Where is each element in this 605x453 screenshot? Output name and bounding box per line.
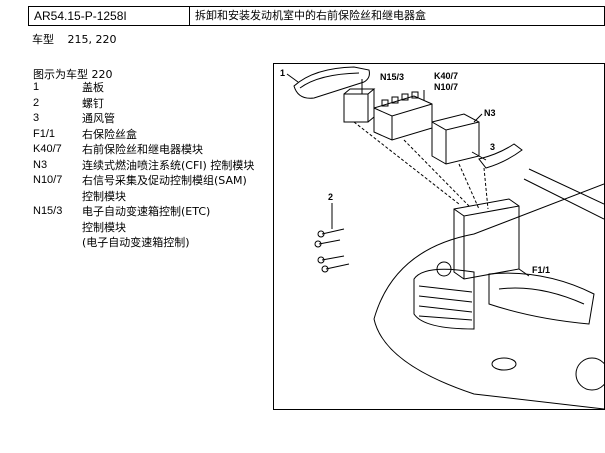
legend-description: 电子自动变速箱控制(ETC) 控制模块 (电子自动变速箱控制) bbox=[82, 204, 273, 251]
legend-row: N3 连续式燃油喷注系统(CFI) 控制模块 bbox=[33, 158, 273, 174]
cover-part bbox=[293, 66, 370, 99]
screw-4 bbox=[321, 265, 329, 273]
fog-lamp bbox=[491, 357, 517, 371]
diagram-svg: 1 N15/3 K40/7 N10/7 N3 3 2 F1/1 bbox=[280, 66, 604, 409]
guide-lines bbox=[353, 121, 489, 210]
legend-description-line: 控制模块 bbox=[82, 189, 126, 203]
headlight bbox=[488, 272, 595, 325]
legend-row: F1/1 右保险丝盒 bbox=[33, 127, 273, 143]
screw-shafts bbox=[318, 228, 350, 270]
legend-key: N10/7 bbox=[33, 174, 63, 186]
grille bbox=[413, 268, 475, 330]
legend-key: 3 bbox=[33, 112, 40, 124]
grille-slats bbox=[418, 285, 473, 321]
screw-1 bbox=[317, 230, 325, 238]
document-header: AR54.15-P-1258I 拆卸和安装发动机室中的右前保险丝和继电器盒 bbox=[28, 6, 605, 26]
relay-2 bbox=[391, 96, 399, 104]
n15-3-module bbox=[343, 93, 369, 123]
screw-2 bbox=[314, 240, 322, 248]
screw-3 bbox=[317, 256, 325, 264]
legend-row: 1 盖板 bbox=[33, 80, 273, 96]
label-1: 1 bbox=[280, 68, 285, 78]
label-n10-7: N10/7 bbox=[434, 82, 458, 92]
n15-3-side bbox=[367, 89, 375, 123]
label-f1-1: F1/1 bbox=[532, 265, 550, 275]
legend-key: 2 bbox=[33, 96, 40, 109]
star-emblem bbox=[436, 261, 452, 277]
legend-row: N15/3 电子自动变速箱控制(ETC) 控制模块 (电子自动变速箱控制) bbox=[33, 204, 273, 251]
legend-description-line: 螺钉 bbox=[82, 96, 104, 110]
legend-description-line: 右信号采集及促动控制模组(SAM) bbox=[82, 174, 247, 187]
n3-module bbox=[431, 113, 480, 165]
windshield-lines bbox=[523, 168, 604, 220]
legend-key: F1/1 bbox=[33, 127, 56, 140]
legend-key: N15/3 bbox=[33, 205, 63, 217]
legend-description-line: 电子自动变速箱控制(ETC) bbox=[82, 205, 211, 218]
label-2: 2 bbox=[328, 192, 333, 202]
legend-description-line: 控制模块 bbox=[82, 220, 126, 234]
figure-caption: 图示为车型 220 bbox=[33, 68, 113, 81]
label-n3: N3 bbox=[484, 108, 496, 118]
legend-row: K40/7 右前保险丝和继电器模块 bbox=[33, 142, 273, 158]
legend-description: 连续式燃油喷注系统(CFI) 控制模块 bbox=[82, 158, 273, 174]
relay-3 bbox=[401, 93, 409, 101]
legend-description: 右前保险丝和继电器模块 bbox=[82, 142, 273, 158]
legend-description: 通风管 bbox=[82, 111, 273, 127]
exploded-diagram: 1 N15/3 K40/7 N10/7 N3 3 2 F1/1 bbox=[273, 63, 605, 410]
legend-description: 盖板 bbox=[82, 80, 273, 96]
vent-pipe bbox=[478, 143, 523, 169]
legend-description-line: 通风管 bbox=[82, 112, 115, 125]
vehicle-models: 车型 215, 220 bbox=[32, 31, 116, 47]
legend-key: 1 bbox=[33, 81, 40, 93]
hood-line bbox=[373, 183, 604, 320]
label-3: 3 bbox=[490, 142, 495, 152]
bumper-line bbox=[373, 318, 604, 409]
legend-key: K40/7 bbox=[33, 143, 62, 155]
legend-description: 螺钉 bbox=[82, 96, 273, 112]
n3-edges bbox=[431, 121, 480, 164]
legend-key: N3 bbox=[33, 158, 48, 171]
fuse-box-edges bbox=[453, 205, 520, 279]
k40-7-module bbox=[373, 95, 433, 141]
leader-lines bbox=[286, 73, 530, 277]
parts-legend: 1 盖板 2 螺钉 3 通风管 F1/1 右保险丝盒 K40/7 右前保险丝和继电器模块 N3 连续式… bbox=[33, 80, 273, 251]
label-k40-7: K40/7 bbox=[434, 71, 458, 81]
legend-description-line: 右保险丝盒 bbox=[82, 127, 137, 141]
legend-description-line: 盖板 bbox=[82, 81, 104, 94]
legend-description-line: 连续式燃油喷注系统(CFI) 控制模块 bbox=[82, 158, 255, 172]
n15-3-top bbox=[343, 88, 376, 95]
legend-row: N10/7 右信号采集及促动控制模组(SAM) 控制模块 bbox=[33, 173, 273, 204]
legend-description: 右保险丝盒 bbox=[82, 127, 273, 143]
label-n15-3: N15/3 bbox=[380, 72, 404, 82]
document-id: AR54.15-P-1258I bbox=[29, 7, 190, 25]
models-label: 车型 bbox=[32, 33, 54, 46]
legend-description-line: 右前保险丝和继电器模块 bbox=[82, 143, 203, 156]
legend-row: 2 螺钉 bbox=[33, 96, 273, 112]
wheel bbox=[575, 357, 604, 391]
legend-row: 3 通风管 bbox=[33, 111, 273, 127]
legend-description: 右信号采集及促动控制模组(SAM) 控制模块 bbox=[82, 173, 273, 204]
legend-description-line: (电子自动变速箱控制) bbox=[82, 236, 190, 249]
relay-1 bbox=[381, 99, 389, 107]
document-title: 拆卸和安装发动机室中的右前保险丝和继电器盒 bbox=[195, 9, 426, 22]
relay-4 bbox=[411, 91, 419, 99]
headlight-inner bbox=[498, 287, 585, 305]
cover-edge bbox=[299, 72, 360, 89]
k40-7-edges bbox=[373, 103, 433, 140]
models-values: 215, 220 bbox=[67, 33, 117, 46]
